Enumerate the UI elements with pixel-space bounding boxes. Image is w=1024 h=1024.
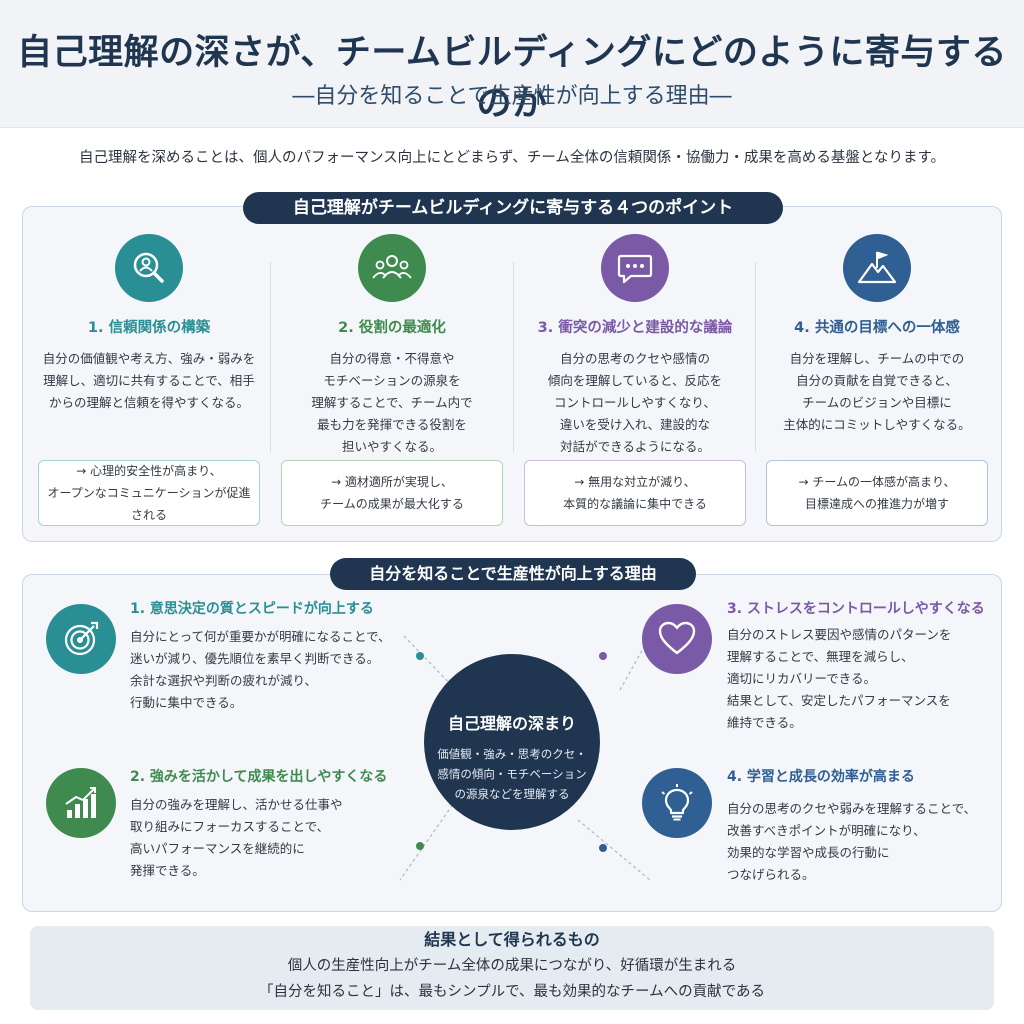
core-body: 価値観・強み・思考のクセ・ 感情の傾向・モチベーション の源泉などを理解する [437,747,587,801]
point-body: 自分の価値観や考え方、強み・弱みを 理解し、適切に共有することで、相手 からの理… [42,351,256,410]
chat-bubble-icon [601,234,669,302]
reason-title: 3. ストレスをコントロールしやすくなる [727,601,985,617]
point-title: 4. 共通の目標への一体感 [794,320,960,336]
reason-body: 自分のストレス要因や感情のパターンを 理解することで、無理を減らし、 適切にリカ… [727,627,952,730]
reason-body: 自分にとって何が重要かが明確になることで、 迷いが減り、優先順位を素早く判断でき… [130,629,391,710]
target-icon [46,604,116,674]
heart-icon [642,604,712,674]
point-card-roles: 2. 役割の最適化 自分の得意・不得意や モチベーションの源泉を 理解することで… [271,222,513,532]
reasons-heading: 自分を知ることで生産性が向上する理由 [330,558,696,590]
column-divider [755,262,756,452]
result-line: 個人の生産性向上がチーム全体の成果につながり、好循環が生まれる [287,958,737,974]
reason-body: 自分の強みを理解し、活かせる仕事や 取り組みにフォーカスすることで、 高いパフォ… [130,797,343,878]
bar-chart-growth-icon [46,768,116,838]
intro-text: 自己理解を深めることは、個人のパフォーマンス向上にとどまらず、チーム全体の信頼関… [78,150,946,166]
header: 自己理解の深さが、チームビルディングにどのように寄与するのか ―自分を知ることで… [0,0,1024,128]
mountain-flag-icon [843,234,911,302]
point-title: 1. 信頼関係の構築 [87,320,211,336]
result-line: 「自分を知ること」は、最もシンプルで、最も効果的なチームへの貢献である [259,984,765,1000]
page-subtitle: ―自分を知ることで生産性が向上する理由― [292,84,732,109]
point-title: 3. 衝突の減少と建設的な議論 [537,320,733,336]
result-title: 結果として得られるもの [424,930,600,949]
core-title: 自己理解の深まり [447,714,576,733]
point-result: → チームの一体感が高まり、 目標達成への推進力が増す [766,460,988,526]
page-title: 自己理解の深さが、チームビルディングにどのように寄与するのか [17,33,1007,124]
point-body: 自分の思考のクセや感情の 傾向を理解していると、反応を コントロールしやすくなり… [547,351,723,454]
point-result: → 心理的安全性が高まり、 オープンなコミュニケーションが促進される [38,460,260,526]
point-card-trust: 1. 信頼関係の構築 自分の価値観や考え方、強み・弱みを 理解し、適切に共有する… [28,222,270,532]
column-divider [513,262,514,452]
reason-body: 自分の思考のクセや弱みを理解することで、 改善すべきポイントが明確になり、 効果… [727,801,977,882]
search-person-icon [115,234,183,302]
lightbulb-icon [642,768,712,838]
column-divider [270,262,271,452]
reason-title: 2. 強みを活かして成果を出しやすくなる [130,769,388,785]
reason-title: 1. 意思決定の質とスピードが向上する [130,601,374,617]
point-body: 自分の得意・不得意や モチベーションの源泉を 理解することで、チーム内で 最も力… [311,351,473,454]
point-title: 2. 役割の最適化 [338,320,446,336]
point-result: → 適材適所が実現し、 チームの成果が最大化する [281,460,503,526]
points-heading: 自己理解がチームビルディングに寄与する４つのポイント [243,192,783,224]
point-card-goal: 4. 共通の目標への一体感 自分を理解し、チームの中での 自分の貢献を自覚できる… [756,222,998,532]
self-understanding-core: 自己理解の深まり 価値観・強み・思考のクセ・ 感情の傾向・モチベーション の源泉… [424,654,600,830]
point-result: → 無用な対立が減り、 本質的な議論に集中できる [524,460,746,526]
reason-title: 4. 学習と成長の効率が高まる [727,769,915,785]
point-card-conflict: 3. 衝突の減少と建設的な議論 自分の思考のクセや感情の 傾向を理解していると、… [514,222,756,532]
point-body: 自分を理解し、チームの中での 自分の貢献を自覚できると、 チームのビジョンや目標… [783,351,971,432]
result-summary: 結果として得られるもの 個人の生産性向上がチーム全体の成果につながり、好循環が生… [30,926,994,1010]
team-icon [358,234,426,302]
